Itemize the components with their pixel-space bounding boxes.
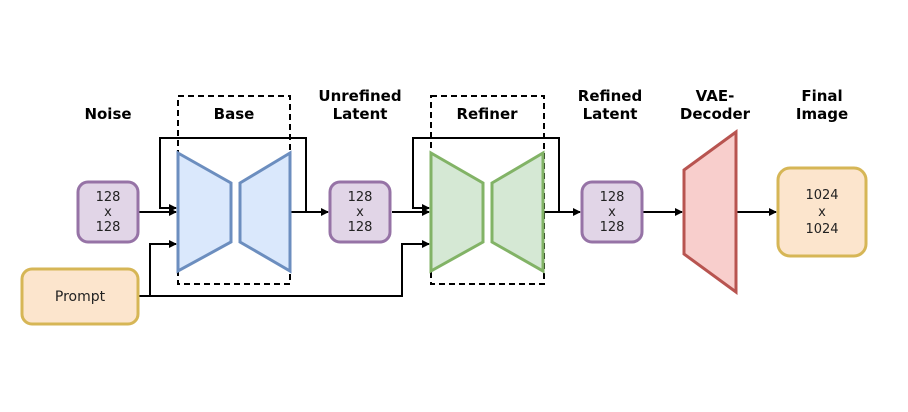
- noise-label: Noise: [84, 105, 131, 123]
- refined-latent-text-3: 128: [600, 220, 625, 235]
- noise-latent-text-1: 128: [96, 190, 121, 205]
- prompt-to-base-arrow: [138, 240, 177, 297]
- unrefined-label-line2: Latent: [333, 105, 388, 123]
- unrefined-latent-text-1: 128: [348, 190, 373, 205]
- refiner-unet-decoder-shape: [490, 150, 545, 274]
- noise-latent-box: [76, 180, 140, 244]
- unrefined-latent-text-2: x: [356, 205, 364, 220]
- refined-label-line1: Refined: [578, 87, 642, 105]
- prompt-text: Prompt: [55, 289, 106, 305]
- noise-latent-text-2: x: [104, 205, 112, 220]
- final-label-line1: Final: [801, 87, 842, 105]
- noise-latent-text-3: 128: [96, 220, 121, 235]
- final-image-text-2: x: [818, 205, 826, 220]
- final-image-text-3: 1024: [805, 222, 838, 237]
- base-unet-decoder-shape: [238, 150, 292, 274]
- prompt-box: [20, 267, 140, 326]
- vae-decoder-shape: [682, 129, 738, 295]
- refined-latent-text-2: x: [608, 205, 616, 220]
- base-loop-arrow: [159, 137, 307, 212]
- unrefined-latent-box: [328, 180, 392, 244]
- base-unet-encoder-shape: [176, 150, 233, 274]
- unrefined-latent-text-3: 128: [348, 220, 373, 235]
- vae-label-line1: VAE-: [696, 87, 735, 105]
- refined-latent-text-1: 128: [600, 190, 625, 205]
- vae-label-line2: Decoder: [680, 105, 751, 123]
- unrefined-label-line1: Unrefined: [318, 87, 401, 105]
- refiner-label: Refiner: [456, 105, 518, 123]
- refined-latent-box: [580, 180, 644, 244]
- prompt-to-refiner-arrow: [150, 240, 430, 297]
- base-label: Base: [214, 105, 255, 123]
- refiner-unet-encoder-shape: [429, 150, 485, 274]
- final-image-text-1: 1024: [805, 188, 838, 203]
- final-label-line2: Image: [796, 105, 848, 123]
- refined-label-line2: Latent: [583, 105, 638, 123]
- refiner-loop-arrow: [412, 137, 560, 212]
- final-image-box: [776, 166, 868, 258]
